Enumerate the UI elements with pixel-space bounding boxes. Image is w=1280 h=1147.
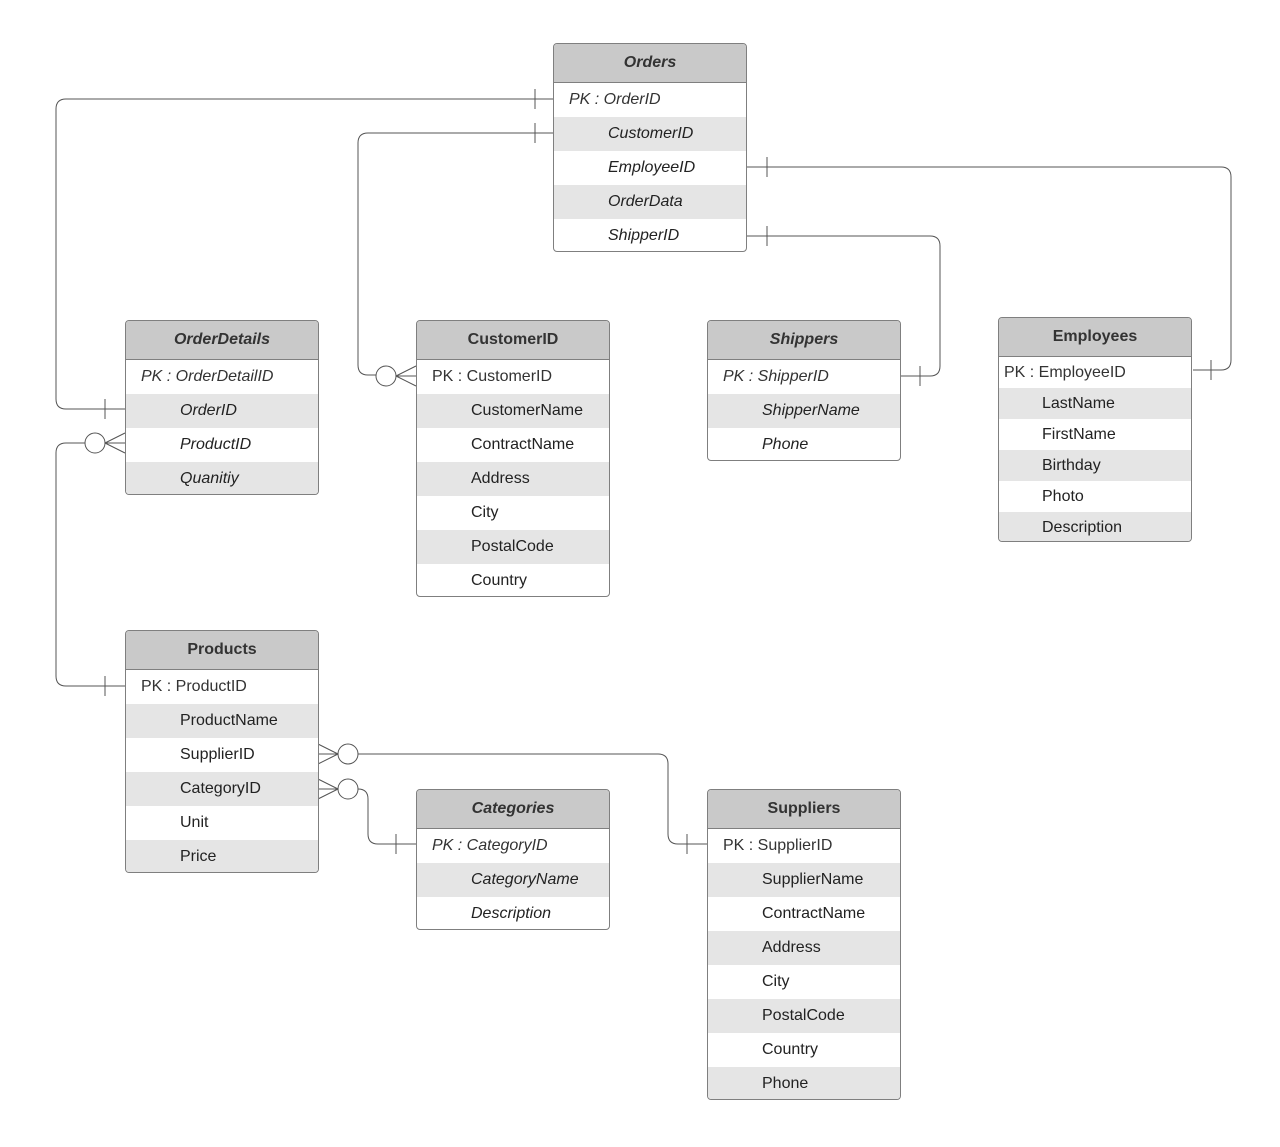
field-row: OrderID <box>126 394 318 428</box>
rel-orders-customers-zero <box>375 365 397 387</box>
entity-suppliers[interactable]: Suppliers PK : SupplierID SupplierName C… <box>707 789 901 1100</box>
field-row: CategoryName <box>417 863 609 897</box>
entity-orderdetails-title: OrderDetails <box>126 321 318 360</box>
entity-categories-title: Categories <box>417 790 609 829</box>
field-row: ProductID <box>180 436 252 453</box>
field-row: PK : ShipperID <box>723 368 829 385</box>
field-row: Country <box>762 1041 819 1058</box>
field-row: ContractName <box>762 905 866 922</box>
field-row: PK : EmployeeID <box>1004 364 1126 381</box>
field-row: City <box>471 504 499 521</box>
field-row: Address <box>708 931 900 965</box>
field-row: PK : ProductID <box>141 678 247 695</box>
rel-products-suppliers <box>358 753 707 845</box>
rel-orders-customers <box>357 132 553 376</box>
field-row: Unit <box>180 814 209 831</box>
rel-orderdetails-products-zero <box>84 432 106 454</box>
rel-products-categories-zero <box>337 778 359 800</box>
entity-categories[interactable]: Categories PK : CategoryID CategoryName … <box>416 789 610 930</box>
rel-orders-customers-crow <box>395 365 417 387</box>
entity-products[interactable]: Products PK : ProductID ProductName Supp… <box>125 630 319 873</box>
field-row: Birthday <box>999 450 1191 481</box>
field-row: CategoryID <box>126 772 318 806</box>
rel-products-categories <box>357 788 416 845</box>
field-row: ContractName <box>471 436 575 453</box>
field-row: SupplierID <box>180 746 255 763</box>
field-row: ShipperID <box>608 227 680 244</box>
entity-products-title: Products <box>126 631 318 670</box>
field-row: ProductName <box>126 704 318 738</box>
field-row: Description <box>471 905 552 922</box>
field-row: FirstName <box>1042 426 1116 443</box>
entity-employees[interactable]: Employees PK : EmployeeID LastName First… <box>998 317 1192 542</box>
field-row: PK : SupplierID <box>723 837 833 854</box>
entity-shippers[interactable]: Shippers PK : ShipperID ShipperName Phon… <box>707 320 901 461</box>
entity-orders[interactable]: Orders PK : OrderID CustomerID EmployeeI… <box>553 43 747 252</box>
entity-orders-title: Orders <box>554 44 746 83</box>
field-row: ShipperName <box>708 394 900 428</box>
field-row: PK : CategoryID <box>432 837 548 854</box>
entity-shippers-title: Shippers <box>708 321 900 360</box>
entity-suppliers-title: Suppliers <box>708 790 900 829</box>
field-row: CustomerID <box>554 117 746 151</box>
field-row: PK : CustomerID <box>432 368 553 385</box>
field-row: PK : OrderID <box>569 91 661 108</box>
field-row: City <box>762 973 790 990</box>
field-row: Quanitiy <box>126 462 318 494</box>
entity-customers[interactable]: CustomerID PK : CustomerID CustomerName … <box>416 320 610 597</box>
rel-products-suppliers-zero <box>337 743 359 765</box>
field-row: SupplierName <box>708 863 900 897</box>
field-row: Phone <box>708 1067 900 1099</box>
field-row: PK : OrderDetailID <box>141 368 274 385</box>
field-row: CustomerName <box>417 394 609 428</box>
rel-products-suppliers-crow <box>317 743 339 765</box>
entity-employees-title: Employees <box>999 318 1191 357</box>
field-row: Phone <box>762 436 809 453</box>
field-row: Description <box>999 512 1191 541</box>
entity-customers-title: CustomerID <box>417 321 609 360</box>
rel-orderdetails-products-crow <box>104 432 126 454</box>
rel-orderdetails-products <box>55 442 125 687</box>
entity-orderdetails[interactable]: OrderDetails PK : OrderDetailID OrderID … <box>125 320 319 495</box>
field-row: LastName <box>999 388 1191 419</box>
field-row: PostalCode <box>708 999 900 1033</box>
field-row: PostalCode <box>417 530 609 564</box>
field-row: OrderData <box>554 185 746 219</box>
rel-orders-shippers <box>747 235 941 377</box>
rel-products-categories-crow <box>317 778 339 800</box>
field-row: Price <box>126 840 318 872</box>
field-row: Country <box>471 572 528 589</box>
field-row: EmployeeID <box>608 159 696 176</box>
field-row: Address <box>417 462 609 496</box>
rel-orders-orderdetails <box>55 98 553 410</box>
rel-orders-employees <box>747 166 1232 371</box>
field-row: Photo <box>1042 488 1084 505</box>
